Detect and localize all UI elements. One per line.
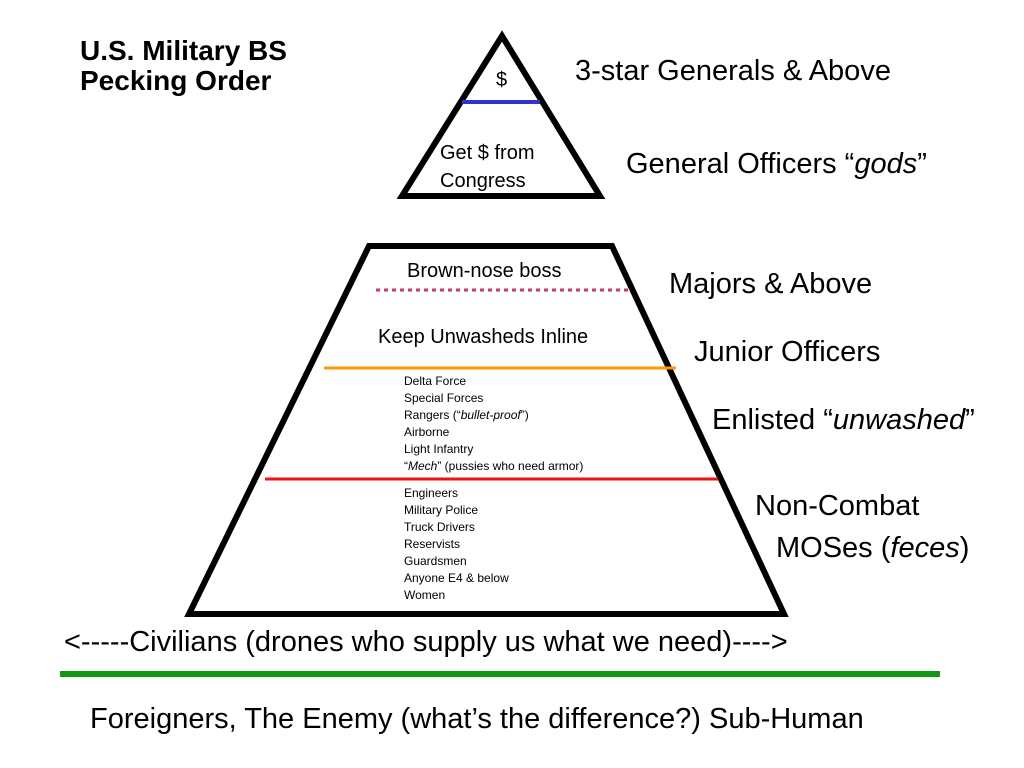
list-item: Special Forces <box>404 391 484 405</box>
top-pyramid-outline <box>396 30 606 199</box>
list-item: Airborne <box>404 425 450 439</box>
list-item: Delta Force <box>404 374 467 388</box>
non-combat-units-list: Engineers Military Police Truck Drivers … <box>404 485 509 604</box>
list-item: Military Police <box>404 503 479 517</box>
three-star-label: 3-star Generals & Above <box>575 55 891 87</box>
keep-inline-label: Keep Unwasheds Inline <box>378 326 589 348</box>
dollar-label: $ <box>496 69 508 91</box>
non-combat-label-line-2: MOSes (feces) <box>776 532 970 564</box>
junior-officers-label: Junior Officers <box>694 336 881 368</box>
list-item: Guardsmen <box>404 554 467 568</box>
list-item: Reservists <box>404 537 461 551</box>
congress-line-1: Get $ from <box>440 142 535 164</box>
general-officers-label: General Officers “gods” <box>626 148 927 180</box>
list-item: “Mech” (pussies who need armor) <box>404 459 584 473</box>
title-line-1: U.S. Military BS <box>80 35 287 66</box>
foreigners-label: Foreigners, The Enemy (what’s the differ… <box>90 703 864 735</box>
civilians-label: <-----Civilians (drones who supply us wh… <box>64 626 788 658</box>
combat-units-list: Delta Force Special Forces Rangers (“bul… <box>404 373 583 475</box>
majors-label: Majors & Above <box>669 268 873 300</box>
list-item: Rangers (“bullet-proof”) <box>404 408 529 422</box>
list-item: Engineers <box>404 486 459 500</box>
page-title: U.S. Military BS Pecking Order <box>80 36 380 96</box>
brown-nose-label: Brown-nose boss <box>407 260 562 282</box>
enlisted-label: Enlisted “unwashed” <box>712 404 975 436</box>
list-item: Light Infantry <box>404 442 474 456</box>
title-line-2: Pecking Order <box>80 65 272 96</box>
congress-line-2: Congress <box>440 170 526 192</box>
main-pyramid-outline <box>184 243 789 617</box>
list-item: Women <box>404 588 446 602</box>
congress-label: Get $ from Congress <box>440 138 534 196</box>
list-item: Truck Drivers <box>404 520 475 534</box>
list-item: Anyone E4 & below <box>404 571 509 585</box>
non-combat-label-line-1: Non-Combat <box>755 490 920 522</box>
